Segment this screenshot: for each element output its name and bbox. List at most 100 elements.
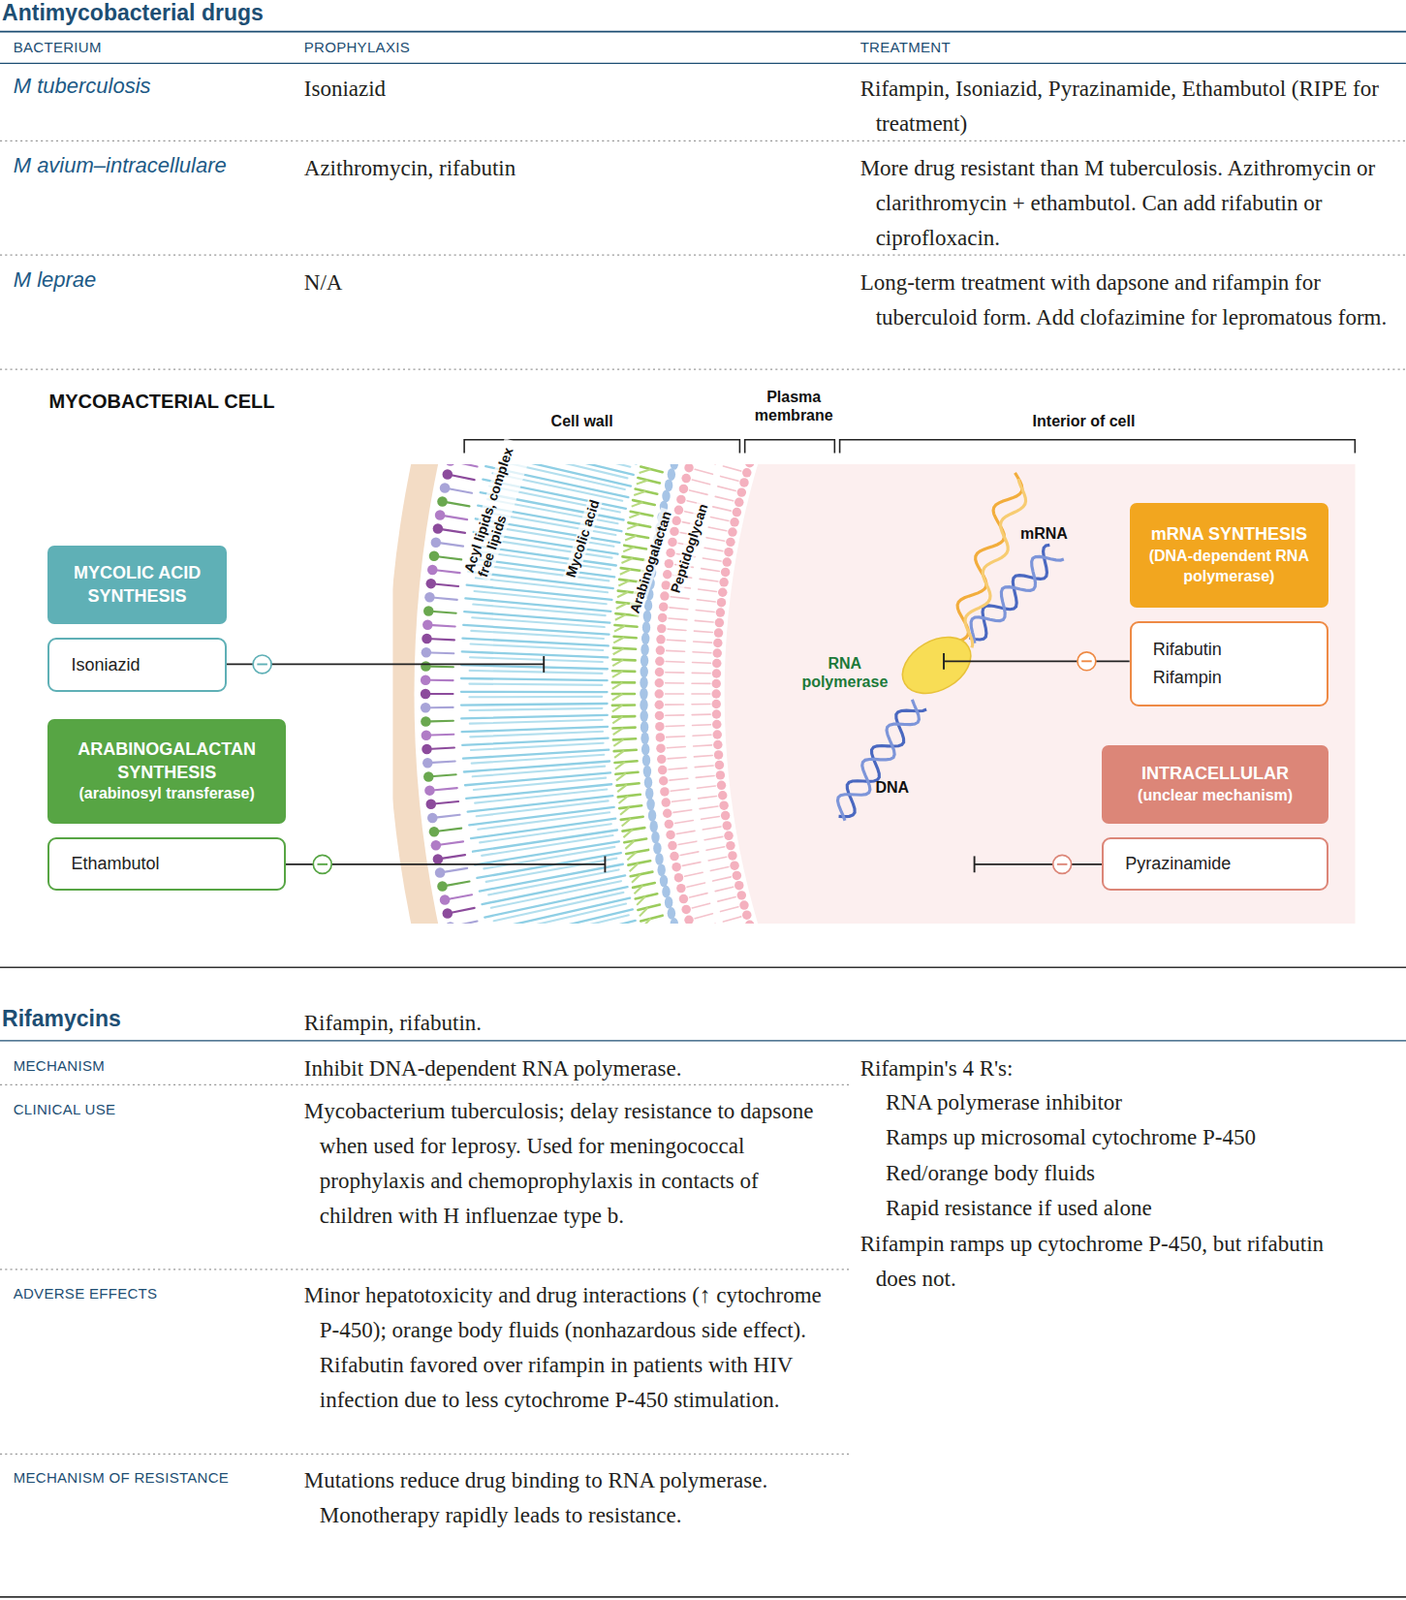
lipid-head (435, 509, 446, 521)
phospholipid-tail (693, 754, 713, 756)
box-subtext: (unclear mechanism) (1137, 785, 1293, 807)
phospholipid-head (742, 909, 751, 919)
bracket (745, 439, 836, 454)
phospholipid-head (742, 468, 751, 477)
lipid-tail (442, 529, 466, 532)
mycolic-acid (469, 670, 603, 674)
phospholipid-head (723, 831, 733, 841)
phospholipid-head (723, 547, 733, 557)
dotted-separator (0, 369, 1406, 371)
phospholipid-head (712, 679, 721, 688)
lipid-head (435, 867, 446, 878)
phospholipid-head (745, 920, 754, 924)
column-header: TREATMENT (860, 38, 951, 56)
lipid-tail (432, 748, 455, 750)
phospholipid-head (722, 557, 732, 566)
arabinogalactan (622, 817, 631, 826)
mycolic-acid (463, 624, 609, 635)
phospholipid-head (714, 627, 723, 637)
dna-strand (837, 699, 919, 821)
lipid-head (427, 812, 438, 824)
lipid-tail (438, 828, 462, 832)
table-cell: More drug resistant than M tuberculosis.… (860, 151, 1406, 256)
peptidoglycan (643, 610, 652, 624)
phospholipid-tail (706, 846, 725, 851)
arabinogalactan (618, 580, 629, 586)
cell-interior (724, 464, 1356, 924)
lipid-tail (440, 841, 464, 844)
phospholipid-tail (668, 618, 688, 621)
phospholipid-head (657, 765, 667, 775)
peptidoglycan (642, 621, 651, 634)
phospholipid-tail (720, 475, 739, 481)
phospholipid-tail (666, 650, 686, 654)
drug-name: Pyrazinamide (1124, 849, 1319, 878)
inhibit-symbol (312, 854, 332, 874)
inhibition-bar (542, 656, 545, 673)
mycolic-acid (469, 708, 603, 711)
lipid-tail (440, 542, 464, 546)
peptidoglycan (661, 490, 670, 503)
phospholipid-head (716, 607, 725, 617)
phospholipid-tail (694, 765, 714, 768)
capsule-layer (392, 464, 1355, 924)
phospholipid-head (669, 851, 679, 861)
arabinogalactan (639, 906, 649, 916)
lipid-tail (434, 611, 457, 614)
phospholipid-head (667, 841, 677, 850)
phospholipid-head (715, 618, 724, 627)
phospholipid-tail (669, 778, 688, 781)
arabinogalactan (612, 669, 635, 673)
membrane (651, 464, 1356, 924)
lipid-head (427, 564, 438, 576)
mnemonic: Rifampin ramps up cytochrome P-450, but … (860, 1226, 1361, 1297)
phospholipid-tail (665, 714, 685, 717)
phospholipid-head (717, 781, 726, 790)
mycolic-acid (484, 886, 627, 917)
lipid-tail (447, 501, 470, 506)
lipid-tail (452, 907, 475, 913)
arabinogalactan (613, 727, 624, 735)
arabinogalactan (620, 569, 631, 575)
phospholipid-tail (695, 610, 715, 613)
phospholipid-tail (701, 568, 720, 572)
phospholipid-tail (715, 496, 733, 500)
phospholipid-tail (701, 816, 720, 820)
arabinogalactan (617, 784, 627, 793)
drug-name: Isoniazid (70, 651, 217, 680)
arabinogalactan (623, 829, 632, 838)
part-label: RNA polymerase (791, 654, 899, 691)
arabinogalactan (625, 849, 649, 854)
phospholipid-head (712, 668, 721, 678)
arabinogalactan (612, 671, 624, 678)
phospholipid-head (713, 648, 722, 657)
phospholipid-head (727, 527, 737, 536)
phospholipid-tail (696, 599, 716, 602)
table-cell: Rifampin, rifabutin. (304, 1005, 836, 1041)
phospholipid-tail (678, 841, 697, 844)
phospholipid-tail (710, 867, 729, 872)
phospholipid-tail (699, 578, 719, 582)
peptidoglycan (649, 819, 657, 833)
phospholipid-head (656, 743, 665, 752)
drug-name: Ethambutol (70, 849, 276, 878)
peptidoglycan (653, 842, 661, 855)
phospholipid-head (718, 587, 727, 596)
lipid-tail (442, 854, 466, 858)
lipid-tail (431, 665, 454, 669)
phospholipid-tail (720, 906, 739, 912)
phospholipid-head (712, 699, 721, 709)
mycolic-acid (488, 869, 619, 895)
inhibit-symbol (252, 655, 272, 674)
mycolic-acid (461, 703, 608, 706)
mnemonic: Rapid resistance if used alone (885, 1190, 1396, 1226)
arabinogalactan (619, 805, 642, 809)
phospholipid-tail (670, 788, 689, 791)
phospholipid-head (714, 749, 723, 759)
mycolic-acid (461, 715, 608, 719)
dotted-separator (0, 1268, 849, 1270)
arabinogalactan (614, 760, 637, 763)
category-box: ARABINOGALACTAN SYNTHESIS(arabinosyl tra… (47, 718, 285, 823)
arabinogalactan (622, 556, 645, 560)
region-label: Cell wall (551, 411, 614, 431)
